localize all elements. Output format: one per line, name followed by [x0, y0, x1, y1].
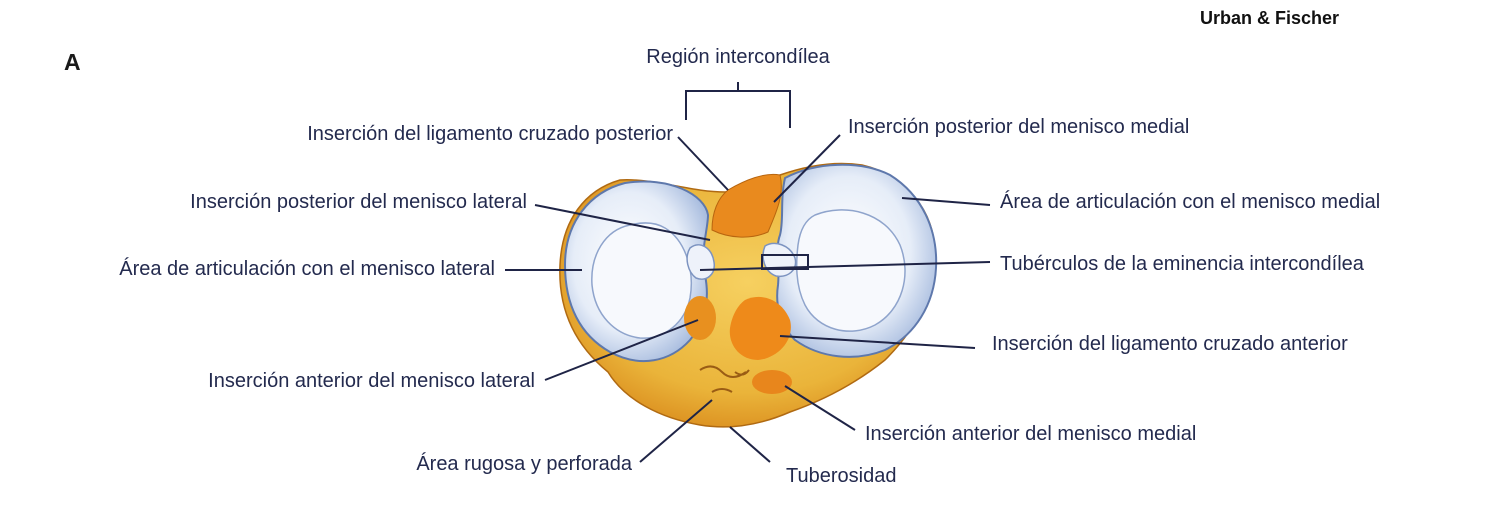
label-ins-lig-cruzado-anterior: Inserción del ligamento cruzado anterior [992, 333, 1348, 355]
publisher-credit: Urban & Fischer [1200, 8, 1339, 28]
label-tuberculos-eminencia: Tubérculos de la eminencia intercondílea [1000, 253, 1365, 275]
medial-articular-inner [795, 209, 906, 332]
posterior-cruciate-insertion-area [711, 173, 782, 238]
anterior-lateral-meniscus-insertion-area [684, 296, 716, 340]
leader-ins-ant-menisco-lateral [544, 319, 699, 381]
intercondylar-region-bracket [685, 82, 791, 128]
label-area-art-menisco-medial: Área de articulación con el menisco medi… [1000, 190, 1380, 213]
label-ins-ant-menisco-lateral: Inserción anterior del menisco lateral [208, 370, 535, 392]
label-ins-lig-cruzado-posterior: Inserción del ligamento cruzado posterio… [307, 123, 673, 145]
label-ins-ant-menisco-medial: Inserción anterior del menisco medial [865, 423, 1196, 445]
leader-area-art-menisco-medial [901, 197, 991, 206]
lateral-articular-inner [591, 222, 692, 339]
rough-area-texture [699, 365, 750, 393]
leader-tuberosidad [729, 426, 771, 463]
leader-area-rugosa [639, 399, 713, 463]
label-ins-post-menisco-medial: Inserción posterior del menisco medial [848, 116, 1189, 138]
label-tuberosidad: Tuberosidad [786, 465, 896, 487]
leader-ins-post-menisco-lateral [534, 204, 711, 241]
anterior-cruciate-insertion-area [729, 296, 791, 360]
leader-ins-lig-cruzado-anterior [779, 335, 976, 349]
leader-ins-ant-menisco-medial [784, 385, 856, 431]
leader-ins-lig-cruzado-posterior [677, 136, 729, 191]
label-region-intercondilea: Región intercondílea [646, 46, 830, 68]
panel-letter: A [64, 49, 81, 75]
leader-ins-post-menisco-medial [773, 134, 841, 203]
leader-tuberculos-lateral [699, 261, 991, 271]
label-ins-post-menisco-lateral: Inserción posterior del menisco lateral [190, 191, 527, 213]
label-area-rugosa: Área rugosa y perforada [416, 452, 633, 475]
tubercle-pointer-box [761, 254, 809, 270]
label-area-art-menisco-lateral: Área de articulación con el menisco late… [119, 257, 495, 280]
anterior-medial-meniscus-insertion-area [752, 370, 792, 394]
